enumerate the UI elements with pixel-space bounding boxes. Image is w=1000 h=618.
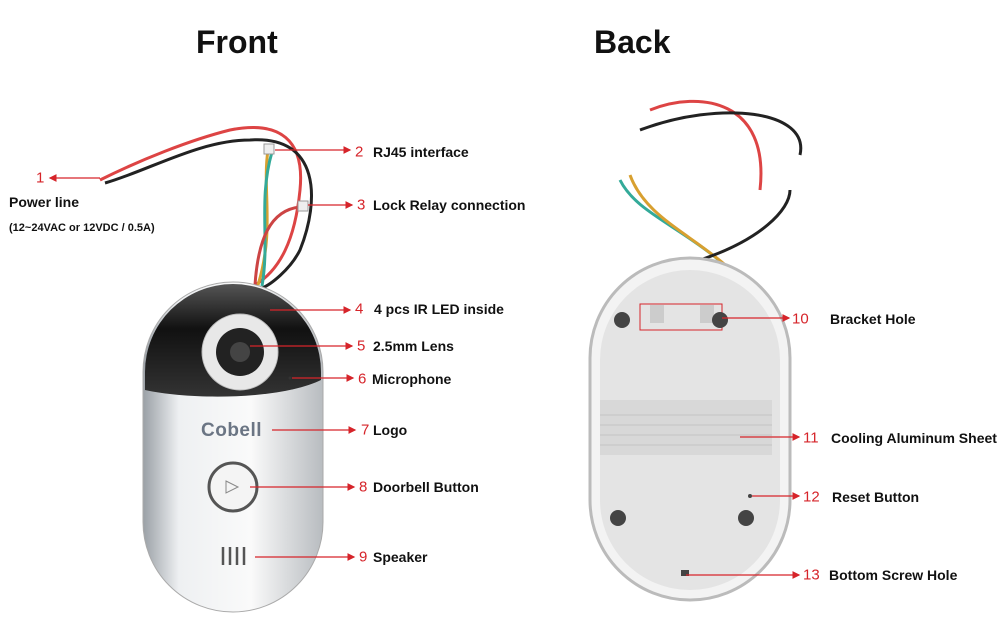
callout-number: 3 (357, 196, 366, 214)
callout-number: 8 (359, 478, 368, 496)
callout-label: Lock Relay connection (373, 197, 526, 213)
callout-number: 2 (355, 143, 364, 161)
callout-number: 4 (355, 300, 364, 318)
callout-label: Logo (373, 422, 408, 438)
callout-label: Reset Button (832, 489, 920, 505)
callout-label: 4 pcs IR LED inside (374, 301, 504, 317)
callout-label: Power line (9, 194, 80, 210)
callout-number: 9 (359, 548, 368, 566)
front-device (142, 281, 324, 613)
callout-number: 12 (803, 488, 820, 506)
callout-number: 13 (803, 566, 820, 584)
callout-number: 11 (803, 429, 819, 447)
callout-number: 5 (357, 337, 366, 355)
front-wires (99, 126, 313, 290)
front-title: Front (196, 24, 278, 60)
callout-number: 7 (361, 421, 370, 439)
callout-label: Bracket Hole (830, 311, 916, 327)
back-device (588, 256, 792, 602)
cobell-logo: Cobell (201, 420, 263, 441)
callout-arrows (48, 146, 801, 579)
callout-number: 6 (358, 370, 367, 388)
callout-label: Microphone (372, 371, 452, 387)
back-title: Back (594, 24, 671, 60)
callout-number: 10 (792, 310, 809, 328)
callout-label: RJ45 interface (373, 144, 469, 160)
callout-label: Bottom Screw Hole (829, 567, 958, 583)
relay-connector (297, 200, 309, 212)
callout-label: 2.5mm Lens (373, 338, 454, 354)
callout-label: Cooling Aluminum Sheet (831, 430, 997, 446)
callout-label: Doorbell Button (373, 479, 479, 495)
callout-label: Speaker (373, 549, 428, 565)
callout-detail: (12~24VAC or 12VDC / 0.5A) (9, 222, 155, 234)
rj45-connector (263, 143, 275, 155)
callout-number: 1 (36, 169, 45, 187)
